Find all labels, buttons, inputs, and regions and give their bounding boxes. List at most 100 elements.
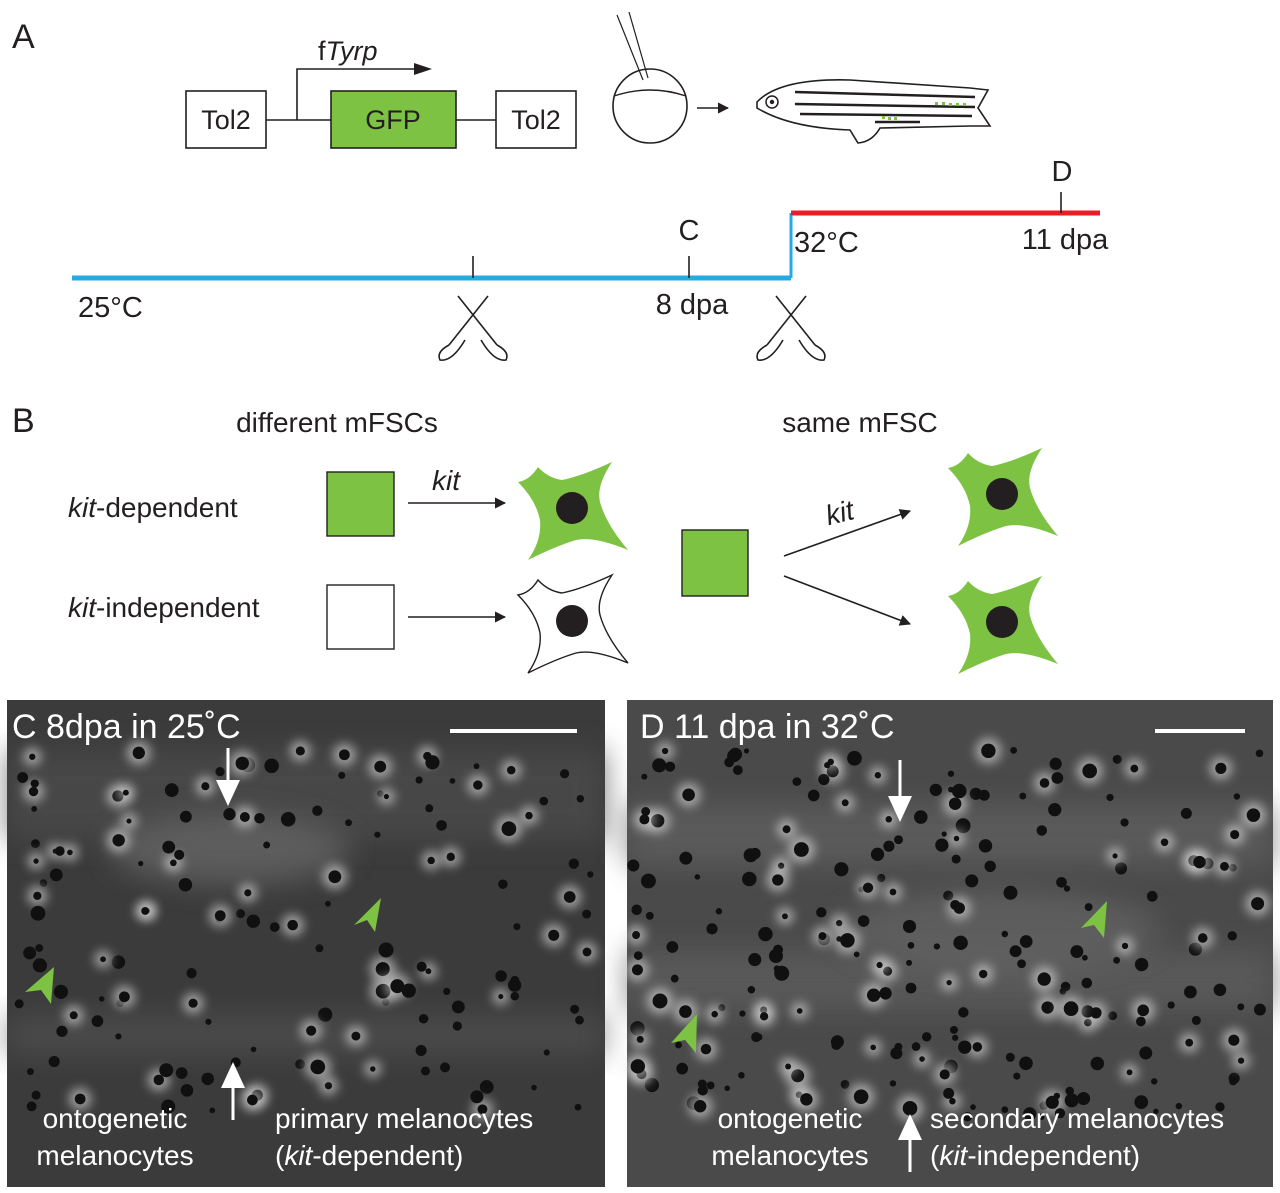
melanocyte-dot bbox=[1213, 983, 1227, 997]
melanocyte-dot bbox=[929, 783, 942, 797]
green-arrowhead bbox=[671, 1014, 697, 1053]
panel-a: A Tol2 GFP Tol2 fTyrp bbox=[12, 11, 1109, 361]
melanocyte-dot bbox=[946, 979, 952, 986]
melanocyte-dot bbox=[118, 991, 130, 1003]
melanocyte-dot bbox=[818, 932, 827, 941]
melanocyte-dot bbox=[525, 811, 533, 820]
melanocyte-dot bbox=[1051, 772, 1064, 784]
melanocyte-dot bbox=[1136, 1016, 1146, 1027]
panel-d-caption-right-2: (kit-independent) bbox=[930, 1140, 1140, 1171]
melanocyte-dot bbox=[201, 1072, 214, 1086]
melanocyte-dot bbox=[907, 942, 915, 949]
melanocyte-dot bbox=[682, 788, 695, 802]
melanocyte-dot bbox=[318, 1007, 333, 1022]
melanocyte-dot bbox=[894, 1042, 903, 1051]
melanocyte-dot bbox=[1215, 1102, 1225, 1112]
melanocyte-dot bbox=[870, 1044, 876, 1051]
melanocyte-dot bbox=[1246, 808, 1261, 822]
micrograph-d-texture bbox=[624, 737, 1273, 1122]
melanocyte-dot bbox=[582, 947, 592, 957]
melanocyte-dot bbox=[1237, 1057, 1245, 1064]
melanocyte-dot bbox=[26, 1068, 34, 1076]
melanocyte-dot bbox=[636, 1035, 644, 1043]
mark-c-label: C bbox=[679, 215, 700, 247]
melanocyte-dot bbox=[31, 1090, 41, 1100]
melanocyte-dot bbox=[830, 1035, 844, 1049]
melanocyte-dot bbox=[739, 1010, 746, 1017]
melanocyte-dot bbox=[1038, 1113, 1045, 1121]
stem-cell-green-box-shared bbox=[681, 529, 749, 597]
melanocyte-dot bbox=[969, 787, 982, 800]
melanocyte-dot bbox=[943, 1087, 955, 1099]
melanocyte-dot bbox=[1229, 1077, 1238, 1086]
melanocyte-dot bbox=[1228, 1034, 1240, 1046]
melanocyte-dot bbox=[1013, 1072, 1021, 1080]
melanocyte-dot bbox=[700, 1043, 712, 1055]
melanocyte-dot bbox=[894, 835, 903, 845]
panel-d-title: D 11 dpa in 32˚C bbox=[640, 708, 895, 746]
melanocyte-dot bbox=[641, 773, 648, 780]
melanocyte-dot bbox=[759, 1012, 769, 1021]
melanocyte-dot bbox=[415, 776, 423, 784]
melanocyte-dot bbox=[1134, 957, 1149, 972]
melanocyte-dot bbox=[834, 862, 849, 877]
melanocyte-dot bbox=[295, 1059, 305, 1070]
melanocyte-dot bbox=[574, 1103, 582, 1111]
melanocyte-dot bbox=[978, 969, 988, 979]
gfp-box bbox=[330, 90, 457, 149]
melanocyte-dot bbox=[627, 859, 640, 872]
melanocyte-dot bbox=[328, 870, 342, 884]
melanocyte-dot bbox=[1045, 1095, 1059, 1109]
melanocyte-dot bbox=[738, 1072, 745, 1079]
melanocyte-dot bbox=[885, 816, 893, 823]
melanocyte-dot bbox=[1121, 942, 1129, 950]
melanocyte-dot bbox=[29, 753, 36, 760]
timeline: 25°C C 8 dpa 32°C D 11 dpa bbox=[72, 156, 1109, 324]
melanocyte-dot bbox=[1193, 855, 1206, 869]
melanocyte-dot bbox=[905, 982, 917, 994]
melanocyte-dot bbox=[840, 933, 855, 948]
melanocyte-dot bbox=[1137, 1004, 1150, 1017]
tol2-right-label: Tol2 bbox=[511, 105, 561, 135]
melanocyte-dot bbox=[111, 955, 126, 969]
melanocyte-dot bbox=[836, 919, 843, 927]
melanocyte-dot bbox=[796, 1008, 803, 1014]
melanocyte-dot bbox=[1048, 803, 1062, 817]
melanocyte-dot bbox=[676, 1062, 689, 1075]
melanocyte-dot bbox=[201, 782, 210, 791]
melanocyte-dot bbox=[1233, 793, 1241, 800]
melanocyte-dot bbox=[132, 746, 145, 760]
melanocyte-dot bbox=[914, 810, 928, 824]
panel-c-title: C 8dpa in 25˚C bbox=[12, 708, 241, 746]
melanocyte-dot bbox=[633, 951, 643, 960]
green-arrowhead bbox=[25, 967, 54, 1004]
melanocyte-dot bbox=[1251, 897, 1265, 911]
melanocyte-dot bbox=[906, 959, 913, 966]
melanocyte-dot bbox=[1082, 954, 1088, 961]
tol2-right-box bbox=[495, 90, 577, 149]
melanocyte-dot bbox=[1113, 956, 1121, 964]
promoter-arrowhead bbox=[414, 63, 432, 75]
melanocyte-dot bbox=[126, 818, 132, 824]
melanocyte-dot bbox=[1230, 829, 1240, 840]
melanocyte-dot bbox=[1167, 1001, 1175, 1009]
melanocyte-dot bbox=[161, 1099, 176, 1114]
melanocyte-dot bbox=[115, 1033, 122, 1040]
melanocyte-dot bbox=[949, 1025, 958, 1034]
melanocyte-dot bbox=[919, 1056, 925, 1062]
melanocyte-dot bbox=[972, 1042, 983, 1052]
melanocyte-dot bbox=[1003, 885, 1018, 900]
melanocyte-dot bbox=[164, 783, 179, 797]
green-arrowhead bbox=[354, 898, 381, 932]
melanocyte-dot bbox=[214, 910, 226, 922]
melanocyte-dot bbox=[1070, 945, 1084, 958]
melanocyte-dot bbox=[948, 786, 954, 793]
melanocyte-dot bbox=[263, 841, 271, 849]
melanocyte-dot bbox=[950, 899, 961, 910]
melanocyte-dot bbox=[31, 839, 40, 849]
melanocyte-dot bbox=[1001, 1106, 1009, 1114]
melanocyte-dot bbox=[498, 879, 508, 889]
melanocyte-dot bbox=[215, 767, 225, 777]
melanocyte-dot bbox=[951, 854, 961, 864]
melanocyte-dot bbox=[853, 951, 860, 958]
